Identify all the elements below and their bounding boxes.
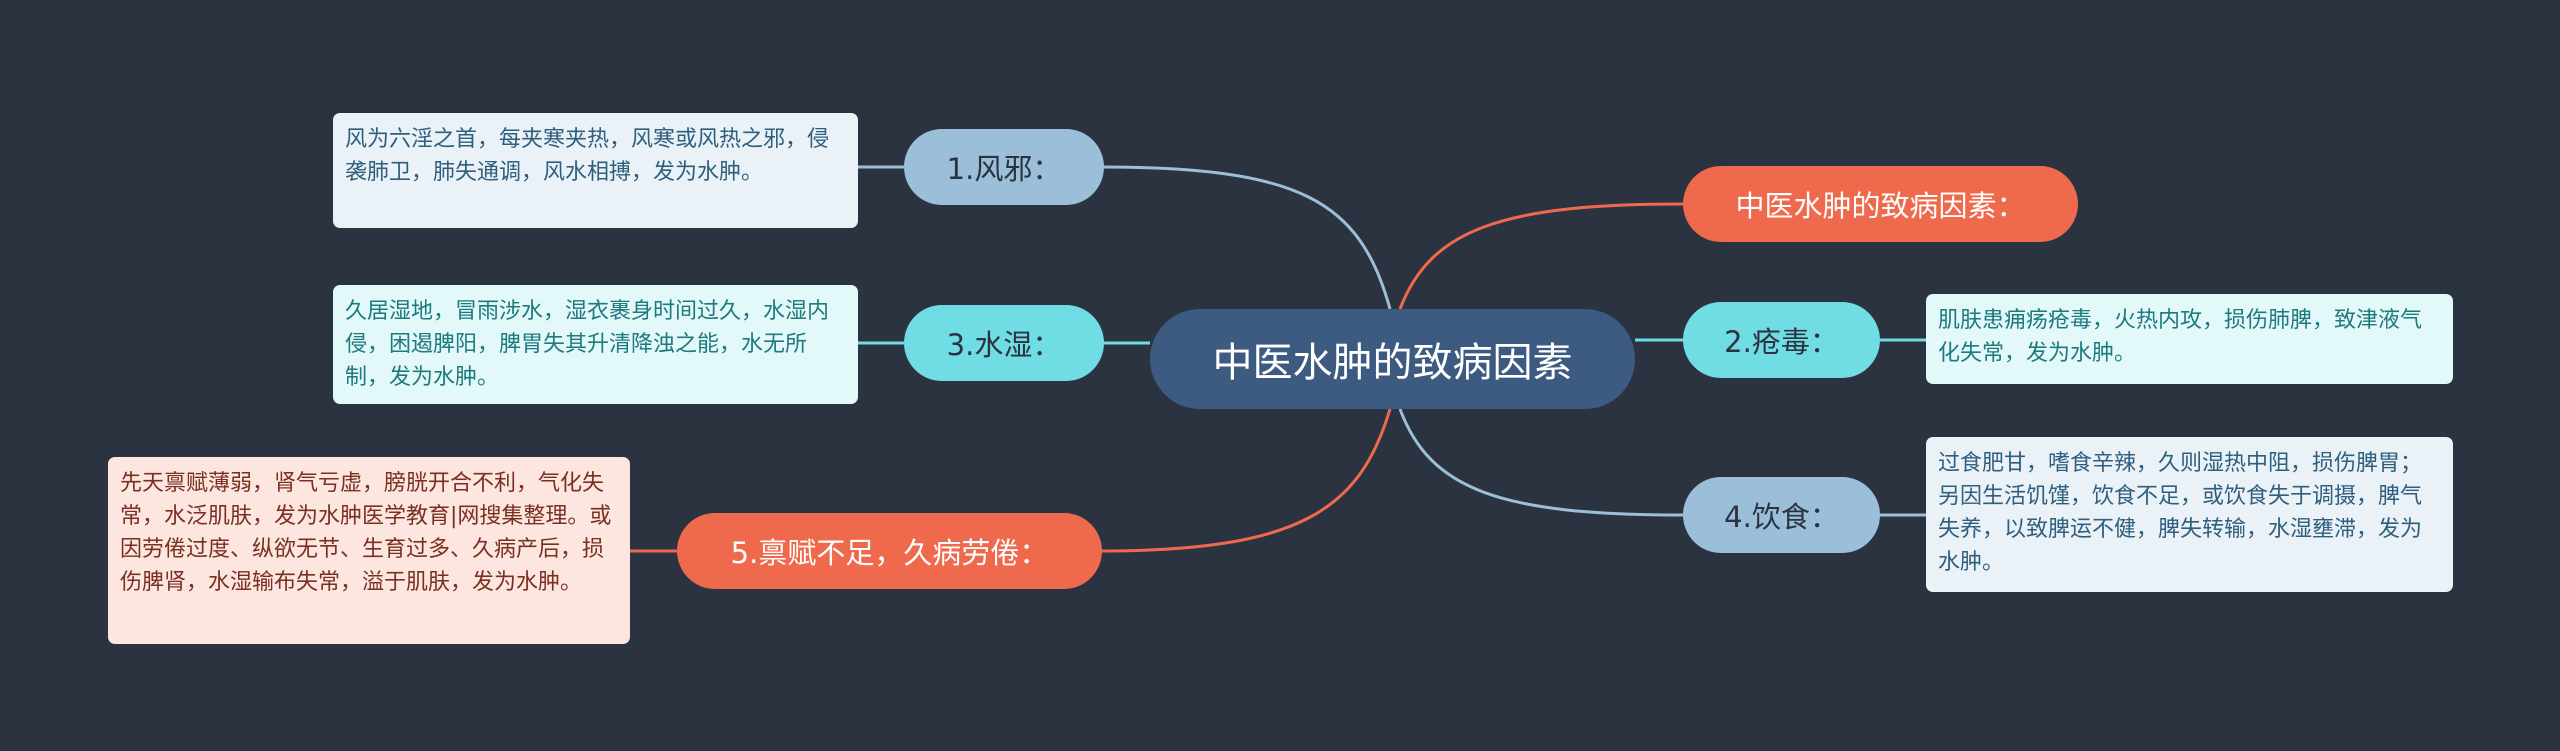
root-node[interactable]: 中医水肿的致病因素 (1150, 309, 1635, 409)
detail-constitution-text: 先天禀赋薄弱，肾气亏虚，膀胱开合不利，气化失常，水泛肌肤，发为水肿医学教育|网搜… (120, 471, 612, 595)
branch-heading-label: 中医水肿的致病因素： (1735, 189, 2026, 223)
branch-constitution[interactable]: 5.禀赋不足，久病劳倦： (677, 513, 1102, 589)
detail-sores: 肌肤患痈疡疮毒，火热内攻，损伤肺脾，致津液气化失常，发为水肿。 (1926, 294, 2453, 384)
root-label: 中医水肿的致病因素 (1212, 340, 1573, 386)
branch-diet-label: 4.饮食： (1724, 500, 1839, 534)
detail-wind-text: 风为六淫之首，每夹寒夹热，风寒或风热之邪，侵袭肺卫，肺失通调，风水相搏，发为水肿… (345, 127, 830, 185)
branch-heading[interactable]: 中医水肿的致病因素： (1683, 166, 2078, 242)
link-root-wind (1099, 165, 1392, 310)
detail-diet-text: 过食肥甘，嗜食辛辣，久则湿热中阻，损伤脾胃；另因生活饥馑，饮食不足，或饮食失于调… (1938, 451, 2423, 575)
branch-sores[interactable]: 2.疮毒： (1683, 302, 1880, 378)
branch-wind[interactable]: 1.风邪： (904, 129, 1104, 205)
detail-damp-text: 久居湿地，冒雨涉水，湿衣裹身时间过久，水湿内侵，困遏脾阳，脾胃失其升清降浊之能，… (345, 299, 830, 390)
branch-damp-label: 3.水湿： (946, 328, 1062, 362)
detail-constitution: 先天禀赋薄弱，肾气亏虚，膀胱开合不利，气化失常，水泛肌肤，发为水肿医学教育|网搜… (108, 457, 630, 644)
detail-sores-text: 肌肤患痈疡疮毒，火热内攻，损伤肺脾，致津液气化失常，发为水肿。 (1938, 308, 2423, 366)
branch-sores-label: 2.疮毒： (1724, 325, 1839, 359)
detail-diet: 过食肥甘，嗜食辛辣，久则湿热中阻，损伤脾胃；另因生活饥馑，饮食不足，或饮食失于调… (1926, 437, 2453, 592)
branch-diet[interactable]: 4.饮食： (1683, 477, 1880, 553)
detail-damp: 久居湿地，冒雨涉水，湿衣裹身时间过久，水湿内侵，困遏脾阳，脾胃失其升清降浊之能，… (333, 285, 858, 404)
link-root-constitution (1099, 408, 1392, 553)
link-root-diet (1398, 408, 1684, 517)
branch-wind-label: 1.风邪： (946, 152, 1062, 186)
link-root-heading (1398, 202, 1684, 310)
detail-wind: 风为六淫之首，每夹寒夹热，风寒或风热之邪，侵袭肺卫，肺失通调，风水相搏，发为水肿… (333, 113, 858, 228)
branch-damp[interactable]: 3.水湿： (904, 305, 1104, 381)
branch-constitution-label: 5.禀赋不足，久病劳倦： (730, 536, 1049, 570)
